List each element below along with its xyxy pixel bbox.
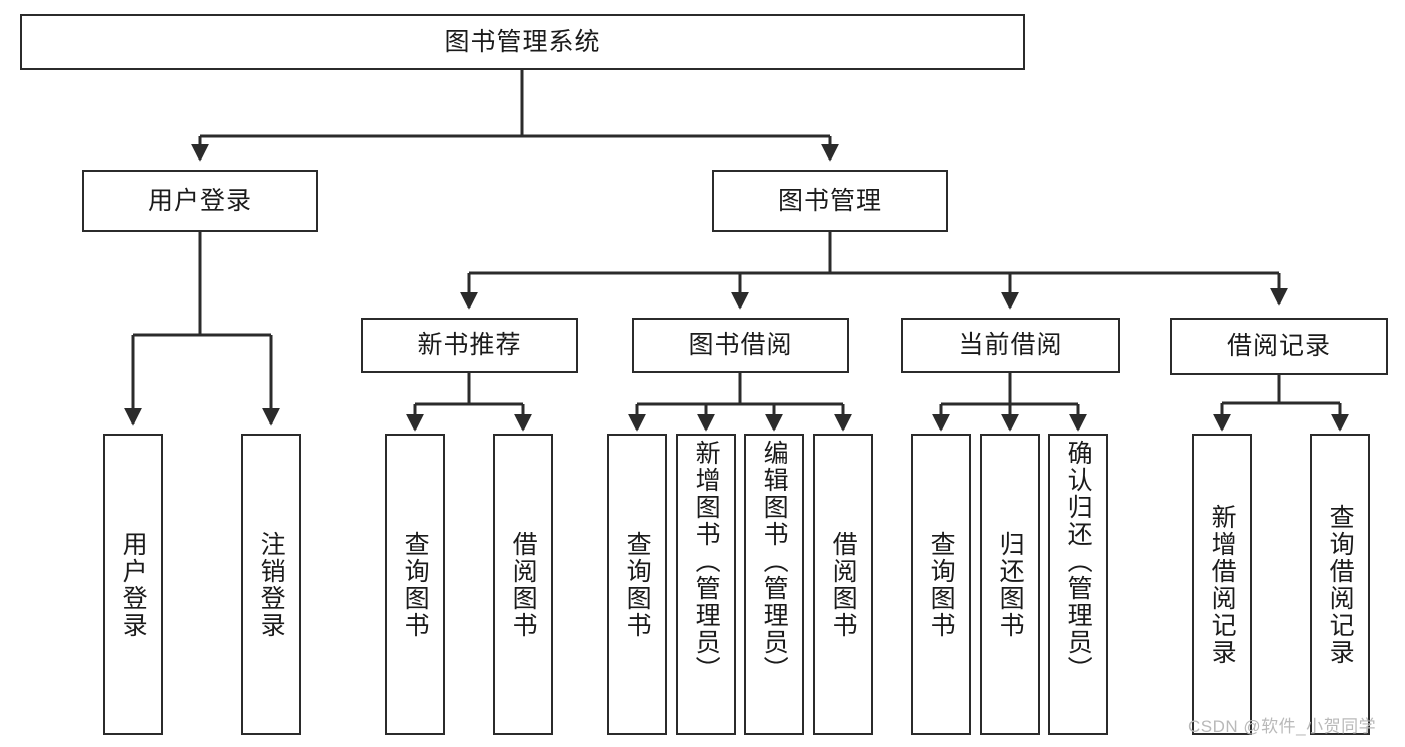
- leaf-borrow-book-2-label: 借阅图书: [829, 530, 858, 639]
- node-new-book-recommend-label: 新书推荐: [417, 331, 522, 360]
- leaf-user-logout-label: 注销登录: [257, 530, 286, 639]
- leaf-add-book[interactable]: 新增图书（管理员）: [676, 434, 736, 735]
- node-current-borrow-label: 当前借阅: [958, 331, 1063, 360]
- node-book-management[interactable]: 图书管理: [712, 170, 948, 232]
- leaf-return-book[interactable]: 归还图书: [980, 434, 1040, 735]
- leaf-query-book-3[interactable]: 查询图书: [911, 434, 971, 735]
- leaf-add-record[interactable]: 新增借阅记录: [1192, 434, 1252, 735]
- leaf-confirm-return-label: 确认归还（管理员）: [1064, 440, 1093, 683]
- node-current-borrow[interactable]: 当前借阅: [901, 318, 1120, 373]
- leaf-return-book-label: 归还图书: [996, 530, 1025, 639]
- node-root[interactable]: 图书管理系统: [20, 14, 1025, 70]
- leaf-query-book-3-label: 查询图书: [927, 530, 956, 639]
- leaf-query-book-2-label: 查询图书: [623, 530, 652, 639]
- leaf-query-record[interactable]: 查询借阅记录: [1310, 434, 1370, 735]
- leaf-borrow-book-2[interactable]: 借阅图书: [813, 434, 873, 735]
- leaf-borrow-book-1-label: 借阅图书: [509, 530, 538, 639]
- leaf-add-book-label: 新增图书（管理员）: [692, 440, 721, 683]
- node-root-label: 图书管理系统: [444, 27, 601, 56]
- leaf-query-book-1-label: 查询图书: [401, 530, 430, 639]
- node-borrow-record-label: 借阅记录: [1226, 332, 1331, 361]
- leaf-user-login-label: 用户登录: [119, 530, 148, 639]
- leaf-user-login[interactable]: 用户登录: [103, 434, 163, 735]
- leaf-confirm-return[interactable]: 确认归还（管理员）: [1048, 434, 1108, 735]
- leaf-edit-book-label: 编辑图书（管理员）: [760, 440, 789, 683]
- node-book-management-label: 图书管理: [777, 186, 882, 215]
- node-book-borrow[interactable]: 图书借阅: [632, 318, 849, 373]
- leaf-query-record-label: 查询借阅记录: [1326, 503, 1355, 666]
- leaf-edit-book[interactable]: 编辑图书（管理员）: [744, 434, 804, 735]
- leaf-add-record-label: 新增借阅记录: [1208, 503, 1237, 666]
- node-borrow-record[interactable]: 借阅记录: [1170, 318, 1388, 375]
- leaf-query-book-2[interactable]: 查询图书: [607, 434, 667, 735]
- node-user-login[interactable]: 用户登录: [82, 170, 318, 232]
- csdn-watermark: CSDN @软件_小贺同学: [1188, 717, 1377, 736]
- leaf-query-book-1[interactable]: 查询图书: [385, 434, 445, 735]
- leaf-borrow-book-1[interactable]: 借阅图书: [493, 434, 553, 735]
- node-book-borrow-label: 图书借阅: [688, 331, 793, 360]
- node-user-login-label: 用户登录: [147, 186, 252, 215]
- leaf-user-logout[interactable]: 注销登录: [241, 434, 301, 735]
- node-new-book-recommend[interactable]: 新书推荐: [361, 318, 578, 373]
